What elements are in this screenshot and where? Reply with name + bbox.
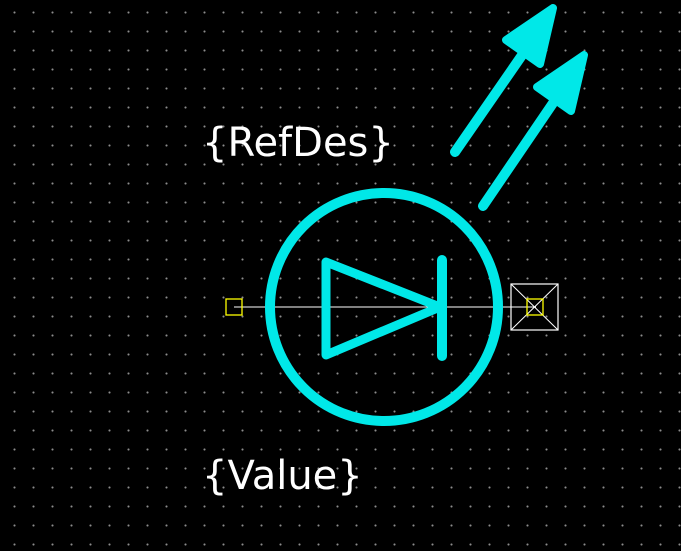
light-arrow-icon: [478, 51, 588, 211]
led-body-circle[interactable]: [265, 188, 503, 426]
left-pin-marker[interactable]: [225, 298, 243, 316]
refdes-label[interactable]: {RefDes}: [202, 120, 394, 166]
selection-cross-line: [510, 283, 559, 331]
value-label[interactable]: {Value}: [202, 453, 363, 499]
selection-box: [510, 283, 559, 331]
diode-triangle: [321, 257, 445, 360]
right-pin-marker: [526, 298, 544, 316]
light-arrow-icon: [450, 4, 557, 157]
right-pin-selection[interactable]: [510, 283, 559, 331]
